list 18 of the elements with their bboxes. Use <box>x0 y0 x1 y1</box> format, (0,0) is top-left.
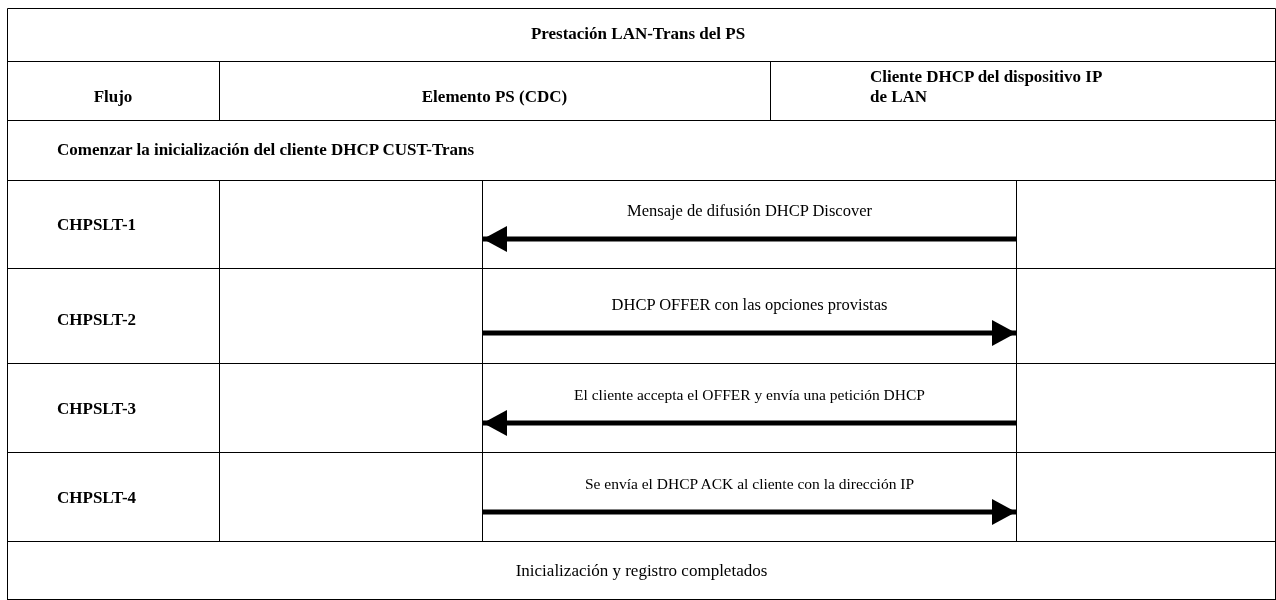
footer-note: Inicialización y registro completados <box>514 561 769 581</box>
edge-label: Mensaje de difusión DHCP Discover <box>625 201 874 221</box>
section-heading: Comenzar la inicialización del cliente DHCP CUST-Trans <box>57 140 476 160</box>
column-header: Cliente DHCP del dispositivo IP de LAN <box>870 67 1103 107</box>
arrow <box>483 410 1016 436</box>
flow-id: CHPSLT-1 <box>57 215 138 235</box>
flow-id: CHPSLT-2 <box>57 310 138 330</box>
arrow <box>483 499 1016 525</box>
arrow <box>483 320 1016 346</box>
arrow <box>483 226 1016 252</box>
flow-id: CHPSLT-3 <box>57 399 138 419</box>
table-title: Prestación LAN-Trans del PS <box>529 24 747 44</box>
lifeline <box>482 180 483 542</box>
flow-id: CHPSLT-4 <box>57 488 138 508</box>
edge-label: DHCP OFFER con las opciones provistas <box>609 295 890 315</box>
column-header: Elemento PS (CDC) <box>420 87 569 107</box>
lifeline <box>1016 180 1017 542</box>
column-header: Flujo <box>92 87 134 107</box>
